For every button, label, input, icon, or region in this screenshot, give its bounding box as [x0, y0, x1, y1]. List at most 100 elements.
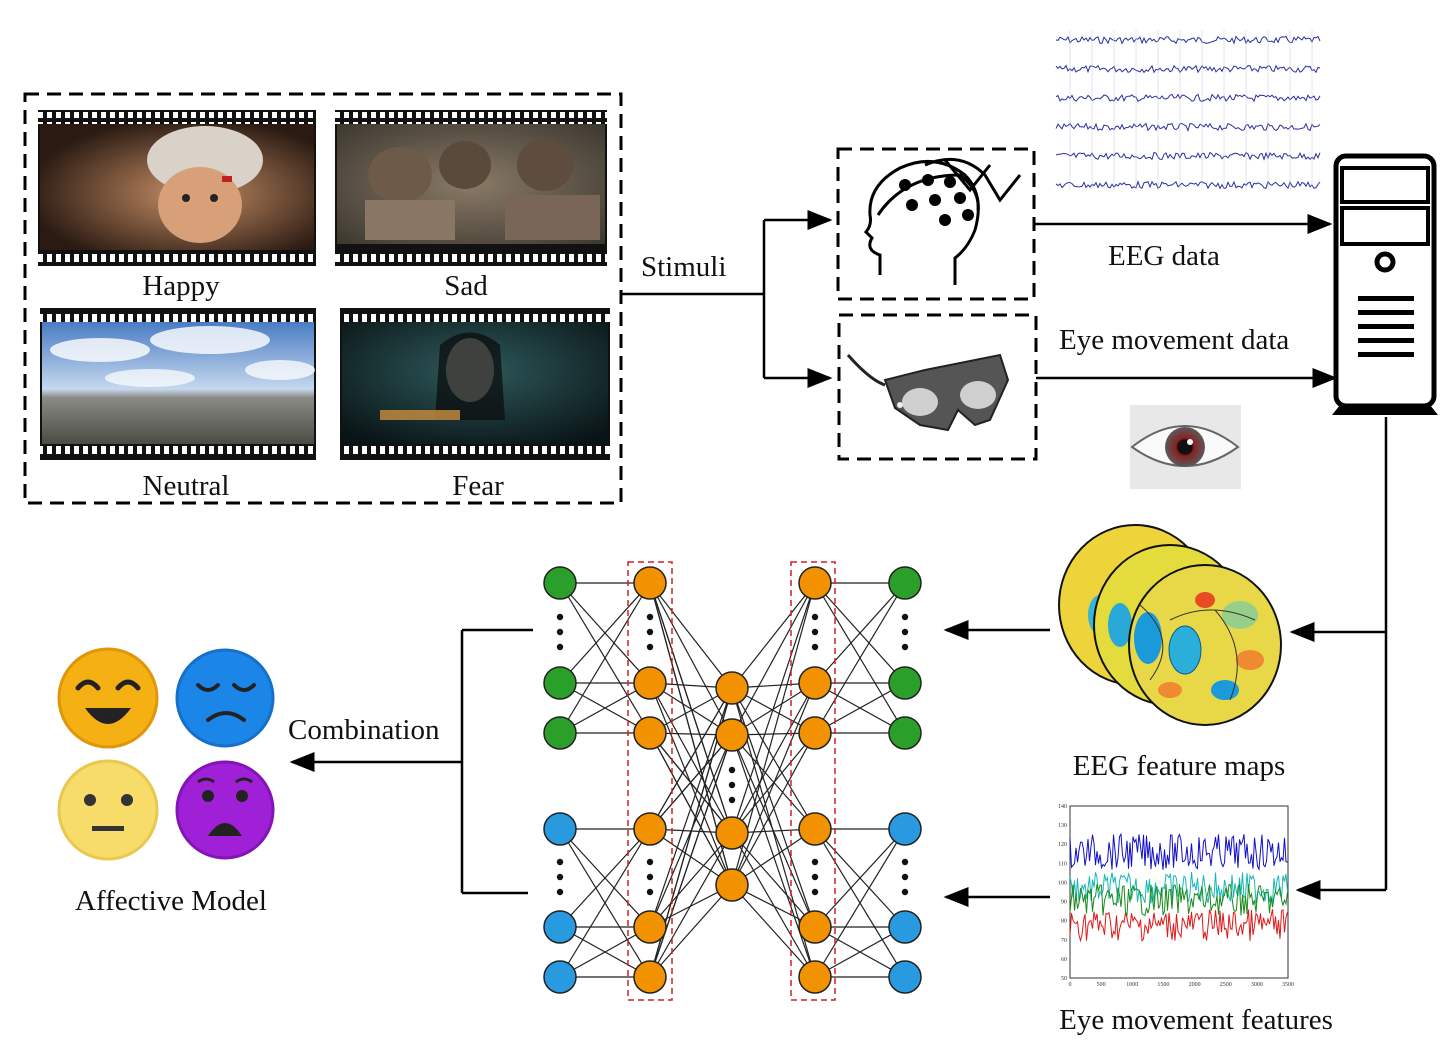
eeg-cap-box — [836, 147, 1036, 301]
ellipsis-dot — [811, 873, 819, 881]
film-clip-happy — [38, 110, 316, 266]
computer-tower-icon — [1332, 153, 1438, 415]
clip-label-sad: Sad — [444, 270, 488, 302]
y-tick-label: 50 — [1061, 976, 1067, 982]
ellipsis-dot — [728, 796, 736, 804]
network-node — [543, 812, 577, 846]
ellipsis-dot — [646, 888, 654, 896]
eeg-trace — [1055, 93, 1321, 103]
network-node — [715, 868, 749, 902]
y-tick-label: 110 — [1058, 861, 1067, 867]
network-edge — [814, 582, 906, 684]
network-node — [798, 566, 832, 600]
signal-arrows — [1034, 214, 1338, 388]
network-edge — [649, 884, 733, 978]
network-edge — [559, 582, 651, 684]
network-node — [633, 716, 667, 750]
x-tick-label: 1000 — [1126, 982, 1138, 988]
ellipsis-dot — [901, 858, 909, 866]
network-edge — [731, 734, 816, 978]
combination-label: Combination — [288, 714, 440, 746]
eeg-trace — [1055, 35, 1321, 45]
eye-movement-data-label: Eye movement data — [1059, 324, 1289, 356]
eye-plot-series — [1069, 832, 1288, 943]
eye-tracker-box — [837, 313, 1038, 461]
network-edge — [731, 832, 816, 978]
ellipsis-dot — [728, 766, 736, 774]
topomap-3 — [1128, 564, 1282, 726]
network-node — [888, 960, 922, 994]
ellipsis-dot — [901, 613, 909, 621]
eeg-head-icon — [863, 157, 1022, 285]
network-ellipsis-dots — [556, 613, 909, 896]
eye-tracking-glasses-icon — [846, 353, 1010, 432]
network-connections — [559, 582, 906, 978]
ellipsis-dot — [811, 643, 819, 651]
eye-series-line — [1069, 908, 1288, 943]
eye-photo — [1130, 405, 1241, 489]
network-edge — [731, 582, 816, 834]
eeg-trace — [1055, 122, 1321, 133]
y-tick-label: 140 — [1058, 804, 1067, 810]
computer-output-lines — [1289, 417, 1388, 900]
network-node — [888, 566, 922, 600]
network-node — [633, 812, 667, 846]
y-tick-label: 120 — [1058, 842, 1067, 848]
network-node — [888, 910, 922, 944]
eeg-trace — [1055, 151, 1321, 161]
ellipsis-dot — [646, 643, 654, 651]
eeg-trace — [1055, 180, 1321, 190]
x-tick-label: 2500 — [1220, 982, 1232, 988]
ellipsis-dot — [811, 858, 819, 866]
y-tick-label: 90 — [1061, 900, 1067, 906]
network-node — [633, 960, 667, 994]
x-tick-label: 3500 — [1282, 982, 1294, 988]
ellipsis-dot — [646, 613, 654, 621]
network-node — [798, 812, 832, 846]
network-edge — [559, 828, 651, 978]
network-edge — [731, 734, 816, 830]
y-tick-label: 130 — [1058, 823, 1067, 829]
y-tick-label: 80 — [1061, 919, 1067, 925]
network-edge — [814, 926, 906, 978]
eeg-electrodes — [899, 174, 974, 226]
network-node — [633, 566, 667, 600]
network-edge — [649, 687, 733, 830]
eeg-signal-traces — [1055, 30, 1321, 190]
sad-face-icon — [175, 648, 275, 748]
ellipsis-dot — [901, 628, 909, 636]
network-edge — [649, 732, 733, 886]
network-node — [715, 671, 749, 705]
network-edge — [814, 828, 906, 928]
ellipsis-dot — [646, 628, 654, 636]
network-node — [715, 718, 749, 752]
feature-input-arrows — [943, 620, 1050, 907]
network-edge — [731, 832, 816, 928]
network-nodes — [543, 566, 922, 994]
stimuli-panel: Happy Sad Neutral Fear — [23, 92, 623, 505]
ellipsis-dot — [901, 873, 909, 881]
x-tick-label: 0 — [1069, 982, 1072, 988]
hidden-layer-box-right — [790, 561, 836, 1001]
network-edge — [649, 832, 733, 978]
network-node — [633, 666, 667, 700]
ellipsis-dot — [811, 888, 819, 896]
network-edge — [649, 582, 733, 689]
network-edge — [731, 582, 816, 736]
ellipsis-dot — [556, 873, 564, 881]
network-edge — [649, 582, 733, 736]
network-edge — [814, 828, 906, 978]
affective-model-label: Affective Model — [75, 885, 267, 917]
eeg-trace — [1055, 64, 1321, 74]
network-node — [798, 666, 832, 700]
combination-bracket — [289, 628, 533, 895]
film-clip-sad — [335, 110, 607, 266]
eye-movement-features-label: Eye movement features — [1059, 1004, 1333, 1036]
ellipsis-dot — [556, 858, 564, 866]
stimuli-connector — [621, 210, 833, 388]
ellipsis-dot — [728, 781, 736, 789]
network-edge — [731, 682, 816, 886]
x-tick-label: 500 — [1097, 982, 1106, 988]
